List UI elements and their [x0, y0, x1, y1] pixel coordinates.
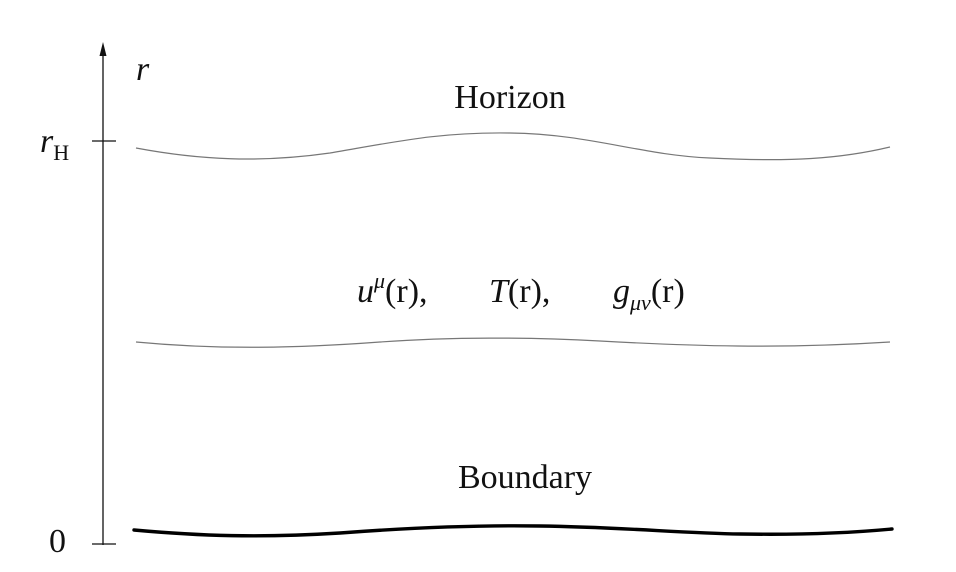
horizon-label: Horizon — [454, 79, 565, 116]
intermediate-surface-curve — [135, 337, 891, 348]
r-axis-arrowhead — [99, 42, 107, 56]
horizon-surface-curve — [135, 132, 891, 161]
metric-field-label: gμν(r) — [613, 273, 685, 315]
horizon-tick-label: rH — [40, 123, 69, 165]
metric-base: g — [613, 273, 630, 310]
velocity-superscript: μ — [373, 268, 385, 293]
velocity-field-label: uμ(r), — [357, 268, 428, 310]
temperature-base: T — [489, 273, 510, 310]
boundary-surface-curve — [132, 524, 894, 538]
horizon-tick-subscript: H — [53, 140, 69, 165]
horizon-tick-symbol: r — [40, 123, 54, 160]
temperature-field-label: T(r), — [489, 273, 550, 310]
temperature-argument: (r), — [508, 273, 550, 310]
r-axis-label: r — [136, 51, 150, 88]
boundary-tick-label: 0 — [49, 523, 66, 560]
velocity-base: u — [357, 273, 374, 310]
metric-subscript: μν — [629, 290, 651, 315]
boundary-label: Boundary — [458, 459, 592, 496]
metric-argument: (r) — [651, 273, 685, 310]
velocity-argument: (r), — [385, 273, 427, 310]
